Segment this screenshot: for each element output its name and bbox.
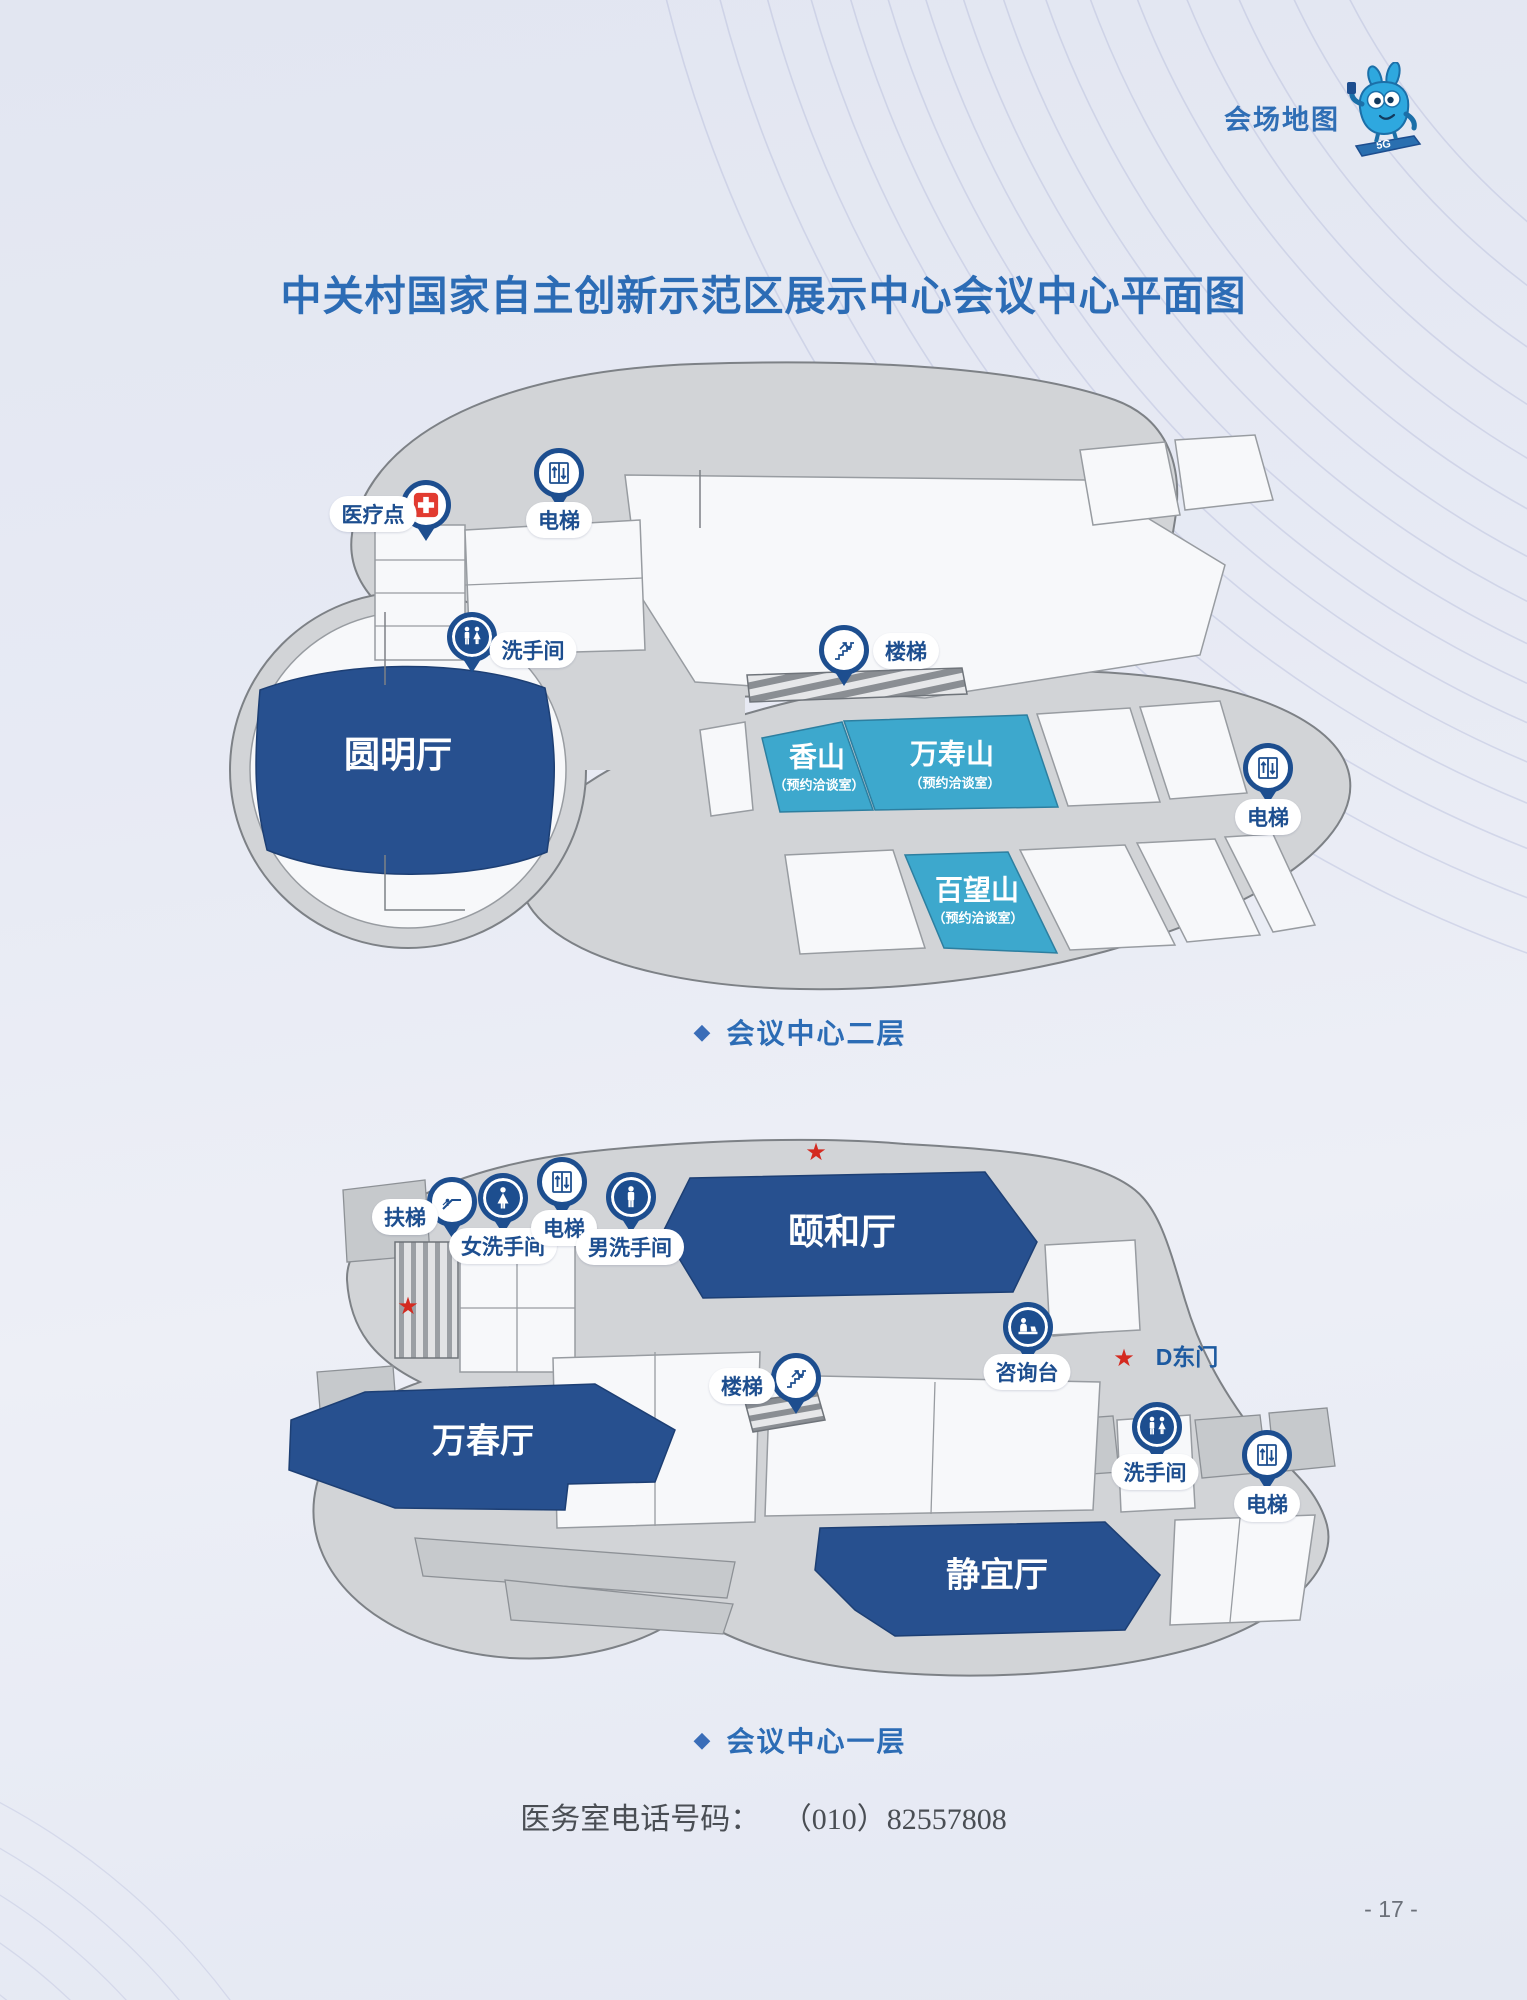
restroom-label: 洗手间 <box>1111 1454 1199 1490</box>
mascot-icon: 5G <box>1338 61 1430 171</box>
stairs-label: 楼梯 <box>873 633 939 669</box>
floor2-map: 圆明厅 香山 （预约洽谈室） 万寿山 （预约洽谈室） 百望山 （预约洽谈室） 医… <box>225 350 1385 1010</box>
info-desk-label: 咨询台 <box>983 1354 1071 1390</box>
medical-point-label: 医疗点 <box>329 496 417 532</box>
room-baiwangshan-label: 百望山 <box>934 874 1020 906</box>
restroom-pin <box>1132 1402 1182 1463</box>
restroom-icon <box>447 612 497 662</box>
restroom-label: 洗手间 <box>489 632 577 668</box>
floor1-caption-text: 会议中心一层 <box>726 1726 907 1757</box>
room-baiwangshan-sub: （预约洽谈室） <box>932 910 1024 926</box>
hall-wanchun-shape <box>288 1383 676 1511</box>
hall-yuanming-shape <box>255 665 556 875</box>
diamond-bullet-icon: ◆ <box>693 1019 711 1044</box>
floor1-map: 颐和厅 万春厅 静宜厅 ★ ★ ★ D东门 扶梯 <box>255 1120 1375 1700</box>
info-desk-icon <box>1003 1302 1053 1352</box>
medical-phone-number: （010）82557808 <box>781 1803 1007 1836</box>
floor2-caption-text: 会议中心二层 <box>726 1018 907 1049</box>
elevator-label: 电梯 <box>1235 799 1301 835</box>
elevator-pin <box>1242 1430 1292 1491</box>
room-wanshoushan-sub: （预约洽谈室） <box>909 775 1001 791</box>
woman-icon <box>478 1173 528 1223</box>
medical-phone-label: 医务室电话号码： <box>520 1803 761 1836</box>
floor2-caption: ◆ 会议中心二层 <box>694 1012 907 1052</box>
elevator-icon <box>534 448 584 498</box>
man-icon <box>606 1172 656 1222</box>
restroom-pin <box>447 612 497 673</box>
elevator-pin <box>1243 743 1293 804</box>
hall-yihe-label: 颐和厅 <box>787 1211 897 1252</box>
floor1-caption: ◆ 会议中心一层 <box>694 1720 907 1760</box>
medical-phone-line: 医务室电话号码： （010）82557808 <box>0 1794 1527 1838</box>
room-xiangshan-sub: （预约洽谈室） <box>773 777 865 793</box>
elevator-label: 电梯 <box>526 502 592 538</box>
entrance-star-icon: ★ <box>1113 1345 1135 1372</box>
elevator-icon <box>1242 1430 1292 1480</box>
page-title: 中关村国家自主创新示范区展示中心会议中心平面图 <box>280 273 1247 319</box>
elevator-pin <box>537 1157 587 1218</box>
elevator-label: 电梯 <box>531 1210 597 1246</box>
stairs-pin <box>819 625 869 686</box>
hall-yuanming-label: 圆明厅 <box>343 734 453 775</box>
stairs-icon <box>771 1353 821 1403</box>
elevator-icon <box>537 1157 587 1207</box>
diamond-bullet-icon: ◆ <box>693 1727 711 1752</box>
stairs-label: 楼梯 <box>709 1368 775 1404</box>
hall-jingyi-shape <box>814 1521 1161 1637</box>
gate-d-east-label: D东门 <box>1155 1344 1219 1370</box>
hall-jingyi-label: 静宜厅 <box>946 1556 1048 1595</box>
room-wanshoushan-label: 万寿山 <box>909 738 995 770</box>
elevator-icon <box>1243 743 1293 793</box>
room-xiangshan-label: 香山 <box>788 741 846 773</box>
elevator-pin <box>534 448 584 509</box>
entrance-star-icon: ★ <box>805 1139 827 1166</box>
women-restroom-pin <box>478 1173 528 1234</box>
escalator-label: 扶梯 <box>372 1199 438 1235</box>
mascot-board-text: 5G <box>1375 138 1391 152</box>
restroom-icon <box>1132 1402 1182 1452</box>
men-restroom-label: 男洗手间 <box>576 1229 684 1265</box>
stairs-pin <box>771 1353 821 1414</box>
floor2-map-base <box>229 361 1352 991</box>
corner-label: 会场地图 <box>1224 105 1340 135</box>
stairs-icon <box>819 625 869 675</box>
entrance-star-icon: ★ <box>397 1293 419 1320</box>
hall-wanchun-label: 万春厅 <box>432 1422 534 1461</box>
elevator-label: 电梯 <box>1234 1486 1300 1522</box>
men-restroom-pin <box>606 1172 656 1233</box>
page-number: - 17 - <box>1364 1896 1418 1922</box>
